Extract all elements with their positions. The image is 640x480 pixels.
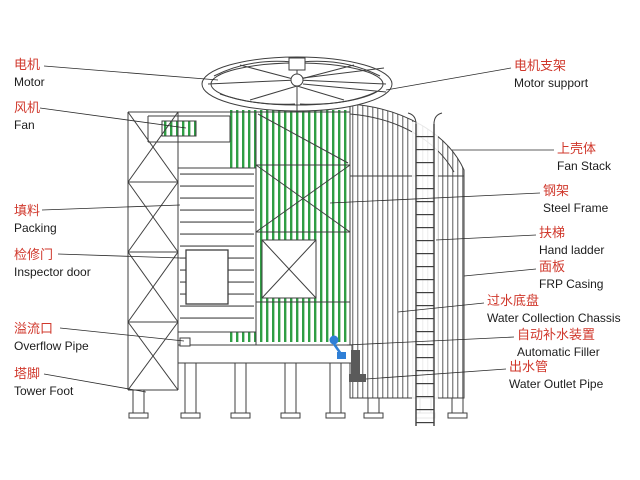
label-water-collection-chassis-en: Water Collection Chassis xyxy=(487,310,621,325)
automatic-filler-device xyxy=(329,335,346,359)
label-hand-ladder-zh: 扶梯 xyxy=(539,225,566,240)
fan-blade xyxy=(299,91,377,105)
label-packing-zh: 填料 xyxy=(14,203,41,218)
tower-structure xyxy=(127,56,468,428)
leader-line xyxy=(329,192,541,204)
label-steel-frame-zh: 钢架 xyxy=(543,183,570,198)
label-fan-stack: 上壳体 Fan Stack xyxy=(557,141,611,173)
label-automatic-filler: 自动补水装置 Automatic Filler xyxy=(517,327,600,359)
leader-line xyxy=(57,253,181,259)
label-overflow-pipe: 溢流口 Overflow Pipe xyxy=(14,321,89,353)
label-frp-casing-en: FRP Casing xyxy=(539,276,604,291)
label-motor-zh: 电机 xyxy=(14,57,41,72)
motor-support-beam xyxy=(302,67,385,79)
label-water-outlet-pipe-zh: 出水管 xyxy=(509,359,549,374)
fan-deck-opening xyxy=(161,120,197,137)
label-water-outlet-pipe: 出水管 Water Outlet Pipe xyxy=(509,359,603,391)
leader-line xyxy=(365,368,507,380)
label-hand-ladder: 扶梯 Hand ladder xyxy=(539,225,604,257)
label-tower-foot: 塔脚 Tower Foot xyxy=(14,366,73,398)
fan-stack-casing xyxy=(349,103,465,399)
label-tower-foot-en: Tower Foot xyxy=(14,383,74,398)
inspector-door-panel xyxy=(185,249,229,305)
overflow-pipe-stub xyxy=(179,337,191,347)
water-collection-chassis-shape xyxy=(177,344,353,364)
fan-deck xyxy=(147,115,231,143)
label-motor: 电机 Motor xyxy=(14,57,45,89)
leader-line xyxy=(385,67,512,91)
leader-line xyxy=(397,302,485,313)
label-inspector-door-zh: 检修门 xyxy=(14,247,54,262)
water-outlet-pipe-shape xyxy=(349,350,366,382)
label-tower-foot-zh: 塔脚 xyxy=(14,366,41,381)
label-water-outlet-pipe-en: Water Outlet Pipe xyxy=(509,376,604,391)
label-overflow-pipe-zh: 溢流口 xyxy=(14,321,54,336)
fan-hub xyxy=(290,73,304,87)
leader-line xyxy=(59,327,185,342)
label-packing-en: Packing xyxy=(14,220,57,235)
label-motor-support-zh: 电机支架 xyxy=(514,58,567,73)
leader-line xyxy=(435,234,537,241)
label-fan-stack-zh: 上壳体 xyxy=(557,141,597,156)
label-water-collection-chassis: 过水底盘 Water Collection Chassis xyxy=(487,293,621,325)
leader-line xyxy=(43,373,147,393)
leader-line xyxy=(43,65,219,81)
leader-line xyxy=(41,204,181,211)
label-packing: 填料 Packing xyxy=(14,203,57,235)
label-steel-frame-en: Steel Frame xyxy=(543,200,609,215)
label-steel-frame: 钢架 Steel Frame xyxy=(543,183,608,215)
label-overflow-pipe-en: Overflow Pipe xyxy=(14,338,89,353)
label-motor-en: Motor xyxy=(14,74,45,89)
label-fan-zh: 风机 xyxy=(14,100,41,115)
leader-line xyxy=(463,268,537,277)
label-motor-support: 电机支架 Motor support xyxy=(514,58,588,90)
fan-blade xyxy=(219,93,296,105)
label-inspector-door: 检修门 Inspector door xyxy=(14,247,91,279)
label-automatic-filler-zh: 自动补水装置 xyxy=(517,327,596,342)
motor-shape xyxy=(288,57,306,71)
label-frp-casing-zh: 面板 xyxy=(539,259,566,274)
label-fan: 风机 Fan xyxy=(14,100,40,132)
leader-line xyxy=(39,107,187,129)
left-lattice-face xyxy=(127,111,179,391)
label-fan-en: Fan xyxy=(14,117,35,132)
fan-blade xyxy=(213,60,293,77)
label-water-collection-chassis-zh: 过水底盘 xyxy=(487,293,540,308)
cross-brace-box xyxy=(261,239,317,299)
label-fan-stack-en: Fan Stack xyxy=(557,158,612,173)
fan-blade xyxy=(301,60,381,77)
leader-lines xyxy=(39,65,554,393)
label-automatic-filler-en: Automatic Filler xyxy=(517,344,600,359)
motor-support-beam xyxy=(302,83,387,93)
label-motor-support-en: Motor support xyxy=(514,75,589,90)
leader-line xyxy=(346,336,515,346)
label-hand-ladder-en: Hand ladder xyxy=(539,242,605,257)
hand-ladder-shape xyxy=(407,112,443,428)
label-frp-casing: 面板 FRP Casing xyxy=(539,259,603,291)
fan-spokes xyxy=(207,64,387,101)
label-inspector-door-en: Inspector door xyxy=(14,264,91,279)
